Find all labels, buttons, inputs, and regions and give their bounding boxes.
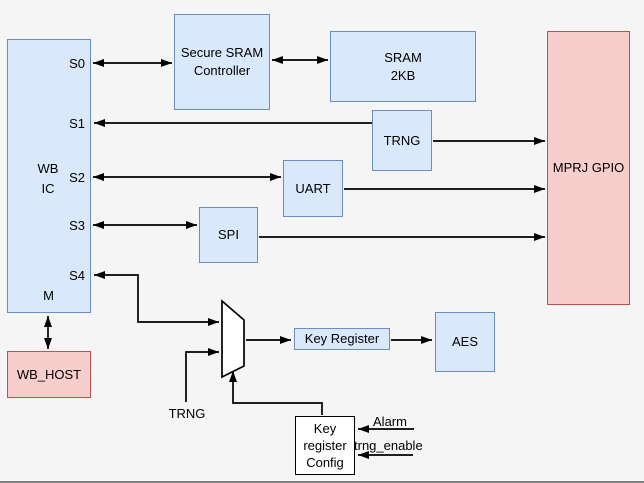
connector-config-mux-select (229, 371, 323, 415)
port-s0: S0 (69, 56, 85, 71)
block-secure-sram-controller: Secure SRAM Controller (174, 14, 270, 110)
bottom-window-edge (0, 481, 644, 483)
port-m: M (43, 288, 54, 303)
mux-shape (221, 299, 245, 379)
port-s2: S2 (69, 170, 85, 185)
block-sram-2kb: SRAM 2KB (330, 31, 476, 102)
block-key-register: Key Register (294, 328, 390, 350)
connector-s4-mux (94, 271, 219, 326)
port-s4: S4 (69, 268, 85, 283)
wb-ic-label: WB IC (37, 161, 59, 196)
trng-enable-signal-label: trng_enable (354, 438, 423, 453)
block-mprj-gpio: MPRJ GPIO (547, 31, 630, 305)
trng-source-label: TRNG (168, 406, 206, 421)
block-key-register-config: Key register Config (295, 416, 355, 475)
block-aes: AES (435, 312, 495, 372)
alarm-signal-label: Alarm (373, 414, 407, 429)
block-uart: UART (283, 160, 343, 217)
block-wb-host: WB_HOST (7, 351, 91, 398)
block-trng: TRNG (372, 110, 432, 171)
port-s3: S3 (69, 218, 85, 233)
connector-trngsrc-mux (185, 348, 219, 402)
block-spi: SPI (199, 207, 258, 263)
port-s1: S1 (69, 116, 85, 131)
block-wb-ic: WB IC S0 S1 S2 S3 S4 M (7, 39, 91, 313)
